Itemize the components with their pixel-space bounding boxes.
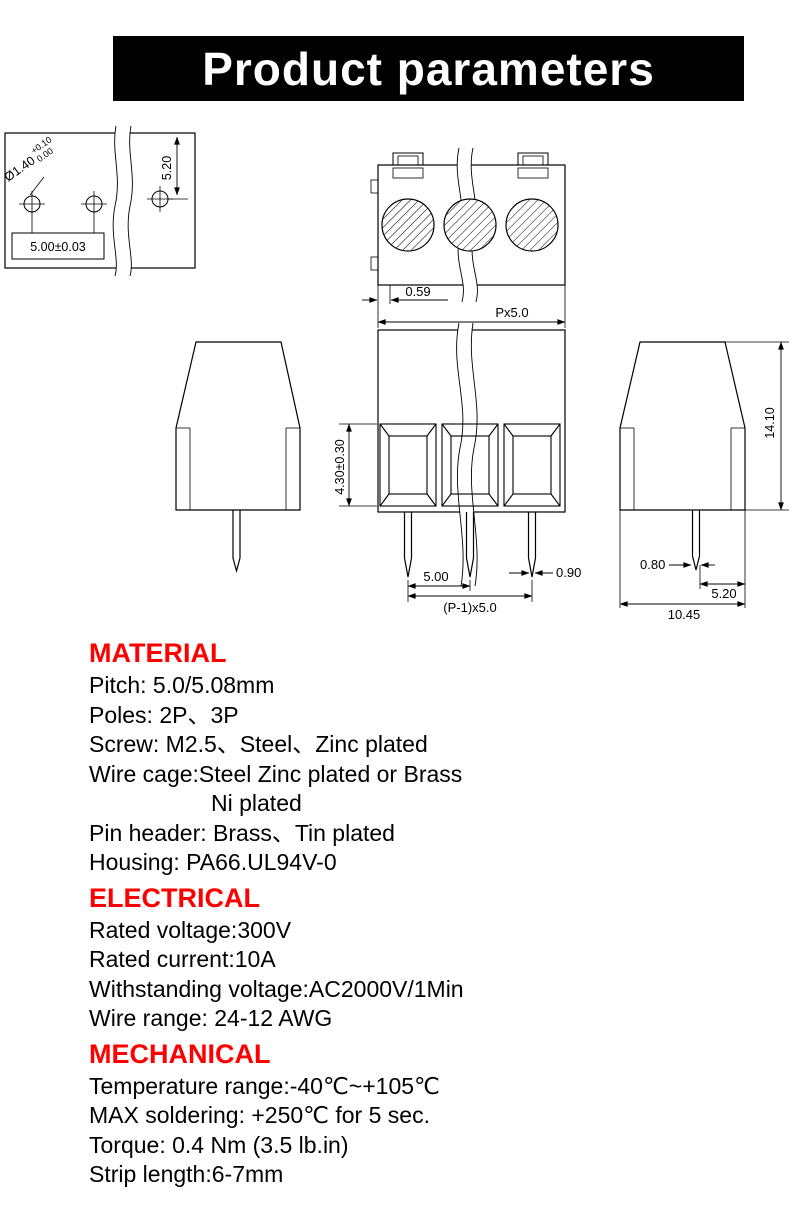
side-view-right-drawing [619,341,789,608]
section-heading-mechanical: MECHANICAL [89,1038,271,1069]
front-view-drawing [362,147,566,328]
dim-pin-thickness: 0.80 [640,557,665,572]
spec-line-rated-current: Rated current:10A [89,946,276,972]
spec-line-wire-cage-cont: Ni plated [211,790,302,816]
dim-pin-span: (P-1)x5.0 [443,600,496,615]
spec-line-torque: Torque: 0.4 Nm (3.5 lb.in) [89,1131,349,1158]
dim-opening-height: 4.30±0.30 [333,439,347,495]
dim-pole-pitch: Px5.0 [495,305,528,320]
spec-line-max-soldering: MAX soldering: +250℃ for 5 sec. [89,1102,430,1128]
spec-line-wire-range: Wire range: 24-12 AWG [89,1005,333,1031]
page-title: Product parameters [202,42,655,95]
dim-pad-offset: 5.20 [160,156,174,180]
spec-line-poles: Poles: 2P、3P [89,701,239,728]
dim-pin-width: 0.90 [556,565,581,580]
dim-edge-offset: 0.59 [405,284,430,299]
dim-hole-pitch: 5.00±0.03 [30,240,86,254]
dim-body-height: 14.10 [763,407,777,438]
title-bar: Product parameters [113,36,744,101]
section-view-drawing [339,322,566,602]
spec-line-pin-header: Pin header: Brass、Tin plated [89,819,395,846]
spec-line-temperature-range: Temperature range:-40℃~+105℃ [89,1072,440,1099]
dim-pin-edge-offset: 5.20 [711,586,736,601]
spec-line-withstanding-voltage: Withstanding voltage:AC2000V/1Min [89,975,464,1002]
technical-drawings: Ø1.40 +0.10 0.00 5.00±0.03 5.20 [2,125,789,622]
spec-line-housing: Housing: PA66.UL94V-0 [89,849,337,875]
side-view-left-drawing [175,341,301,574]
dim-pin-pitch: 5.00 [423,569,448,584]
section-heading-material: MATERIAL [89,638,227,668]
dim-hole-diameter: Ø1.40 [2,153,38,184]
spec-line-strip-length: Strip length:6-7mm [89,1161,284,1187]
spec-line-screw: Screw: M2.5、Steel、Zinc plated [89,731,428,757]
dim-body-depth: 10.45 [668,607,701,622]
section-heading-electrical: ELECTRICAL [89,882,260,913]
footprint-drawing [4,125,196,277]
spec-line-pitch: Pitch: 5.0/5.08mm [89,672,275,698]
spec-sections: MATERIAL Pitch: 5.0/5.08mm Poles: 2P、3P … [89,636,749,1190]
spec-line-wire-cage: Wire cage:Steel Zinc plated or Brass [89,760,463,787]
spec-line-rated-voltage: Rated voltage:300V [89,916,292,943]
